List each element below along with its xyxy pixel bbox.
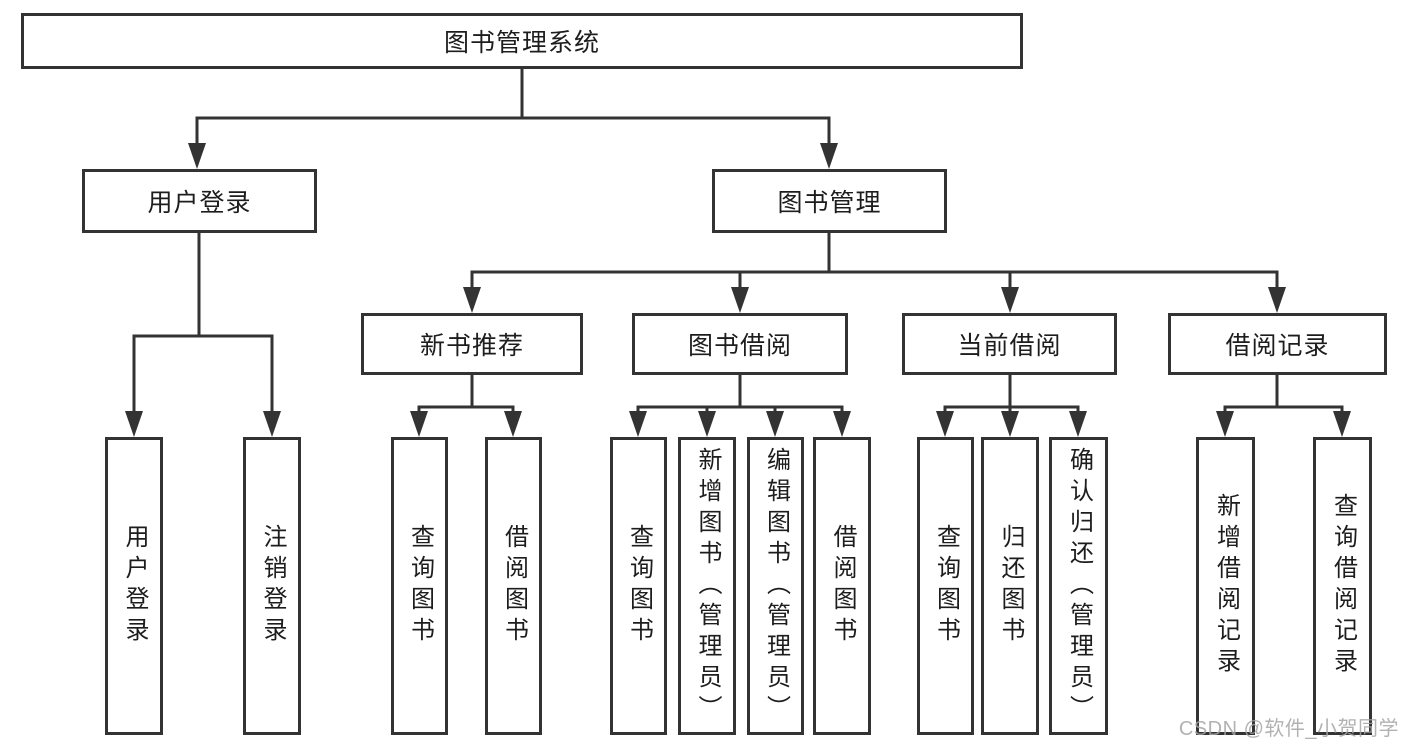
node-label: 编辑图书（管理员） [762,446,790,726]
node-label: 借阅图书 [500,524,528,648]
arrowhead-icon [504,411,522,437]
node-label: 注销登录 [259,524,286,648]
arrowhead-icon [463,287,481,313]
arrowhead-icon [1001,411,1019,437]
node-root: 图书管理系统 [21,13,1023,69]
node-leaf-borrow-book-2: 借阅图书 [813,437,871,735]
node-book-borrow: 图书借阅 [632,313,848,375]
node-leaf-edit-book: 编辑图书（管理员） [747,437,804,735]
node-label: 图书借阅 [687,332,792,360]
node-label: 图书管理 [777,189,882,217]
node-leaf-confirm-return: 确认归还（管理员） [1049,437,1108,735]
arrowhead-icon [833,411,851,437]
node-borrow-record: 借阅记录 [1168,313,1387,375]
arrowhead-icon [263,411,281,437]
arrowhead-icon [629,411,647,437]
arrowhead-icon [1268,287,1286,313]
node-label: 新增图书（管理员） [694,446,721,726]
node-leaf-add-book: 新增图书（管理员） [678,437,736,735]
node-label: 图书管理系统 [443,29,600,57]
node-leaf-query-record: 查询借阅记录 [1313,437,1372,735]
arrowhead-icon [1216,411,1234,437]
node-label: 用户登录 [147,189,252,217]
arrowhead-icon [1001,287,1019,313]
node-leaf-query-book-3: 查询图书 [917,437,974,735]
arrowhead-icon [766,411,784,437]
node-label: 查询图书 [932,524,960,648]
node-label: 新增借阅记录 [1212,493,1240,679]
node-label: 归还图书 [997,524,1024,648]
node-label: 查询借阅记录 [1329,493,1357,679]
node-leaf-logout: 注销登录 [243,437,301,735]
arrowhead-icon [820,143,838,169]
node-leaf-query-book-2: 查询图书 [610,437,667,735]
node-user-login: 用户登录 [82,169,317,233]
node-label: 新书推荐 [419,332,524,360]
node-label: 借阅图书 [829,524,856,648]
node-label: 当前借阅 [957,332,1062,360]
node-leaf-user-login: 用户登录 [105,437,163,735]
arrowhead-icon [188,143,206,169]
arrowhead-icon [125,411,143,437]
arrowhead-icon [731,287,749,313]
node-leaf-return-book: 归还图书 [981,437,1039,735]
arrowhead-icon [698,411,716,437]
node-new-book-rec: 新书推荐 [361,313,583,375]
node-label: 用户登录 [121,524,148,648]
arrowhead-icon [1333,411,1351,437]
node-label: 确认归还（管理员） [1065,446,1093,726]
watermark: CSDN @软件_小贺同学 [1178,718,1399,740]
node-leaf-query-book-1: 查询图书 [391,437,448,735]
arrowhead-icon [936,411,954,437]
node-label: 借阅记录 [1225,332,1330,360]
node-current-borrow: 当前借阅 [902,313,1117,375]
arrowhead-icon [1069,411,1087,437]
node-leaf-borrow-book-1: 借阅图书 [485,437,542,735]
node-label: 查询图书 [406,524,434,648]
node-book-mgmt: 图书管理 [712,169,947,233]
node-label: 查询图书 [625,524,653,648]
node-leaf-add-record: 新增借阅记录 [1196,437,1255,735]
arrowhead-icon [410,411,428,437]
